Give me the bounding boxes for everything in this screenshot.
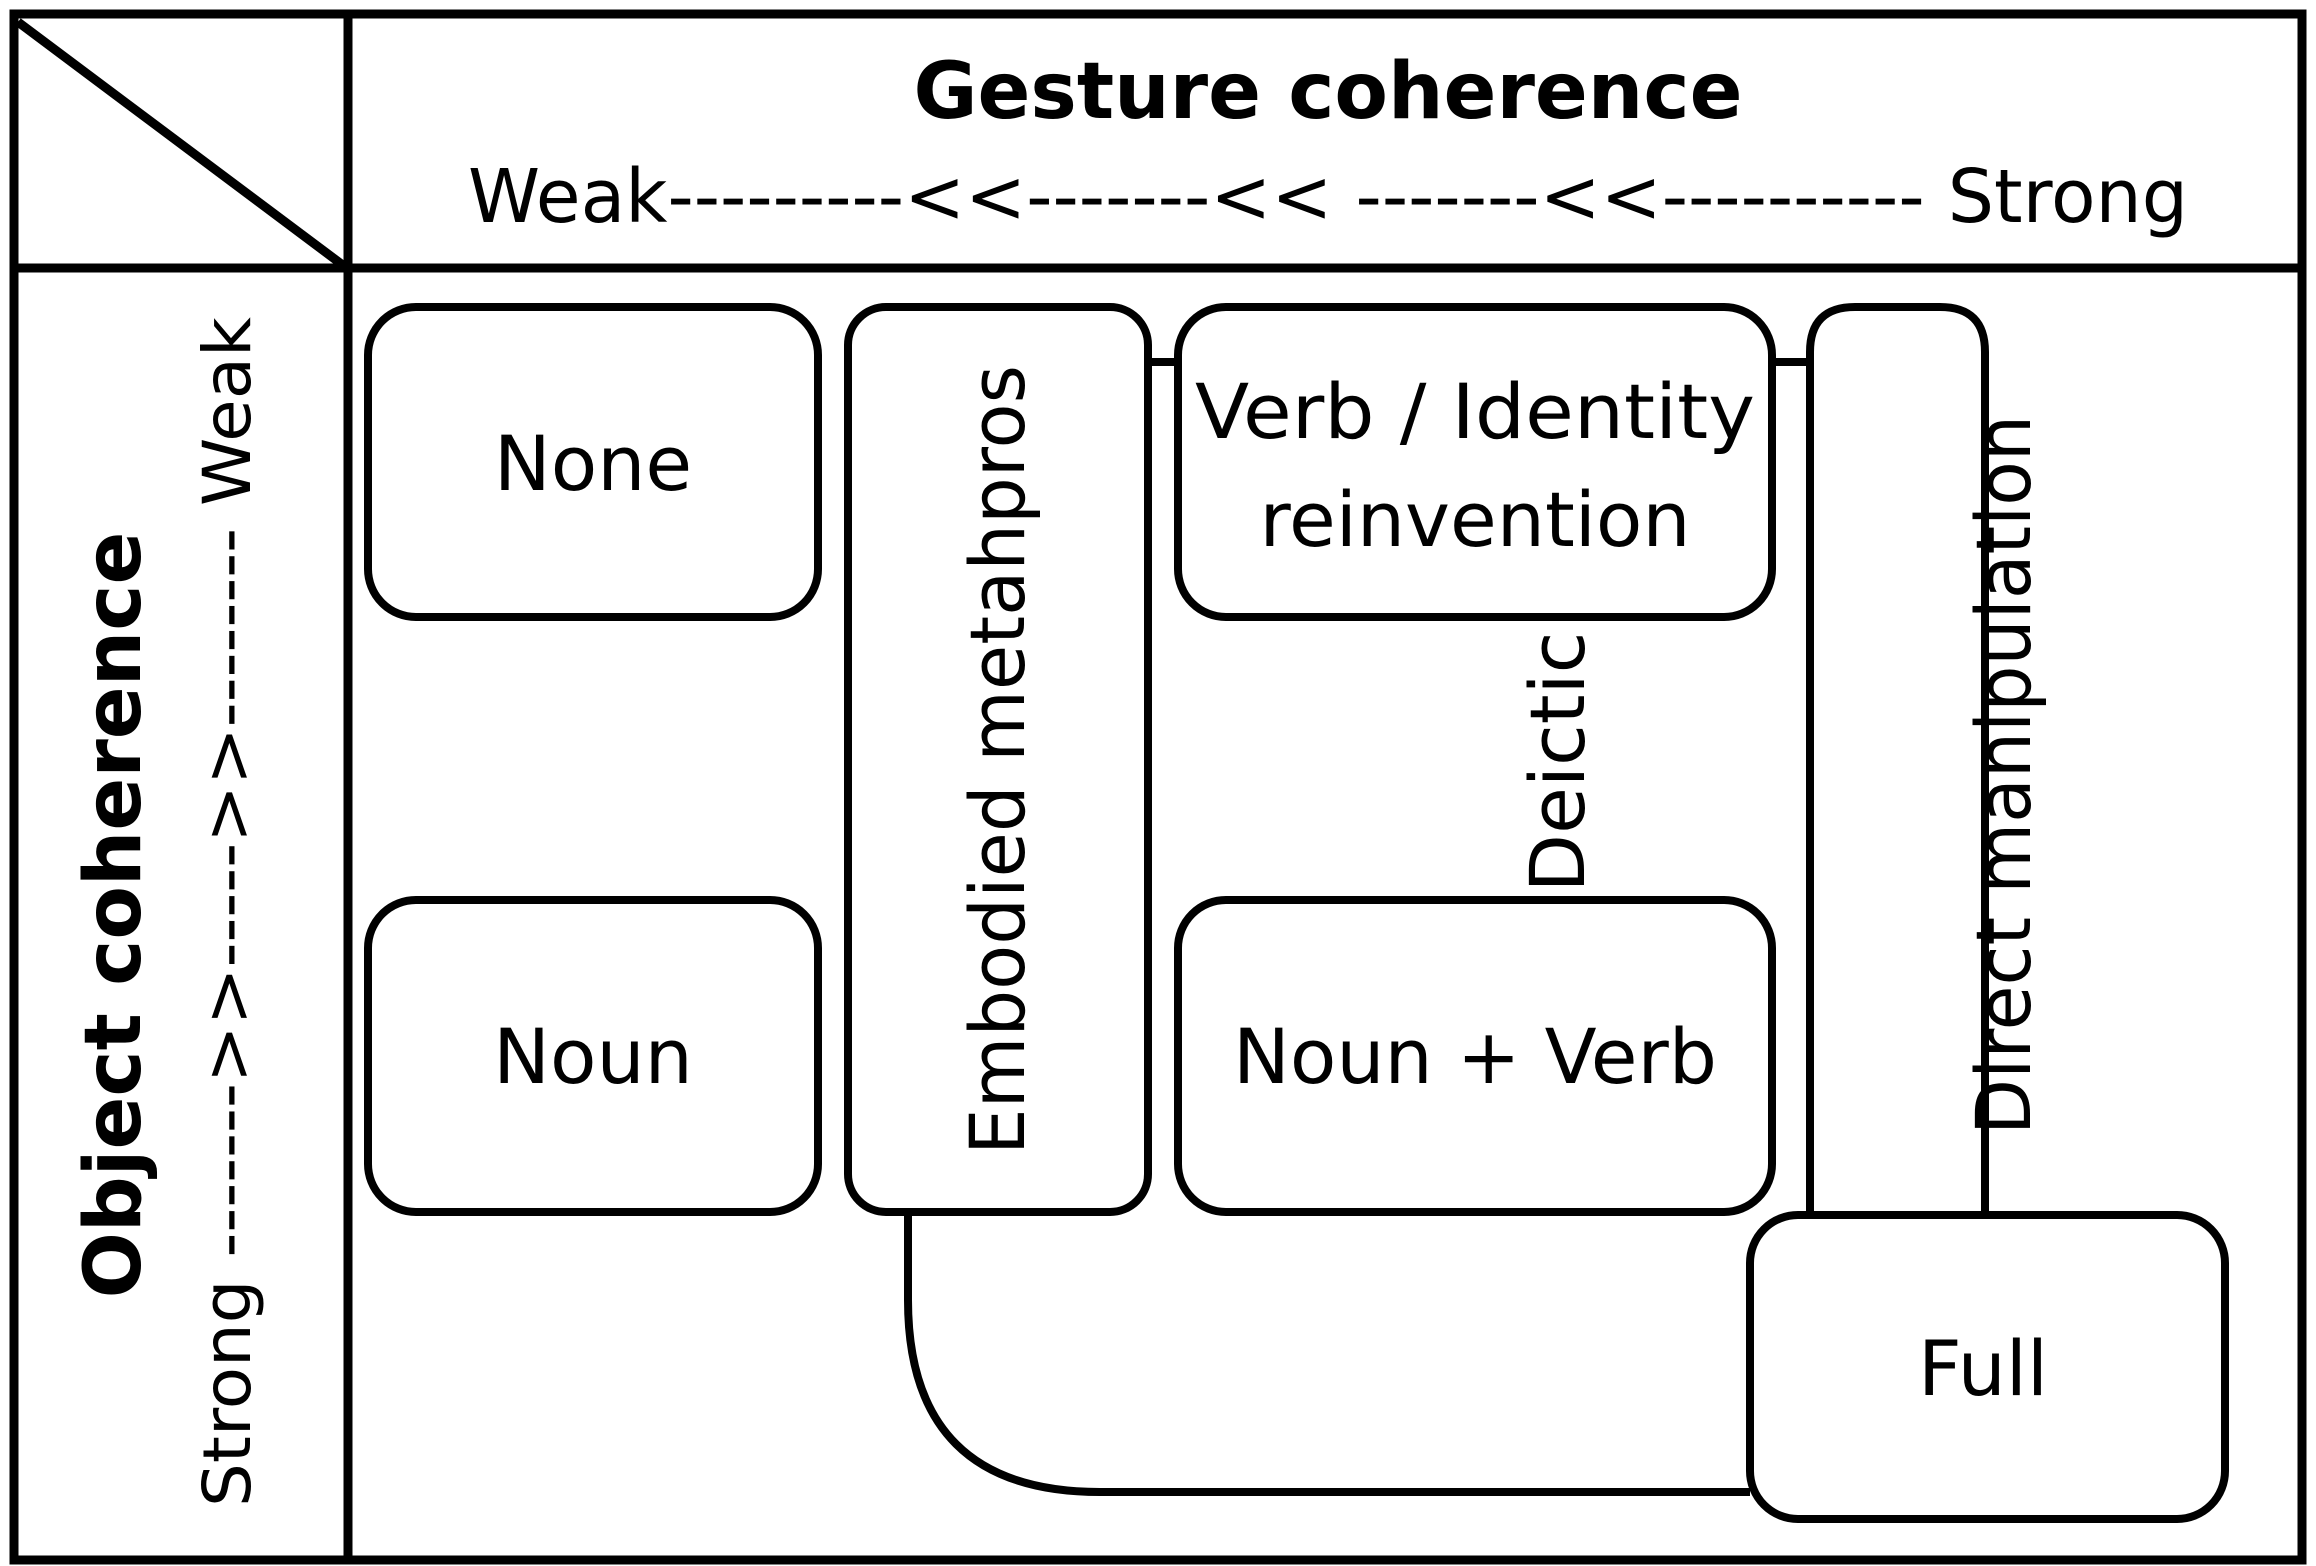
label-embodied: Embodied metahpros: [953, 365, 1042, 1155]
box-full: [1746, 1211, 2229, 1523]
label-full: Full: [1918, 1324, 2048, 1413]
box-embodied: [844, 303, 1152, 1216]
label-noun-verb: Noun + Verb: [1233, 1012, 1717, 1101]
category-boxes: [364, 303, 2229, 1523]
label-noun: Noun: [493, 1012, 693, 1101]
object-axis-title: Object coherence: [69, 532, 159, 1299]
label-deictic: Deictic: [1513, 632, 1602, 893]
gesture-axis-title: Gesture coherence: [914, 47, 1743, 137]
box-direct: [1806, 303, 1989, 1215]
label-verb-line2: reinvention: [1259, 475, 1690, 564]
box-noun: [364, 896, 822, 1216]
box-none: [364, 303, 822, 621]
corner-diagonal: [15, 18, 347, 270]
gesture-axis-scale: Weak---------<<-------<< -------<<------…: [468, 154, 2188, 240]
label-verb-line1: Verb / Identity: [1195, 367, 1755, 456]
box-verb-identity: [1174, 303, 1776, 621]
box-noun-verb: [1174, 896, 1776, 1216]
label-none: None: [494, 419, 692, 508]
connectors: [904, 358, 1810, 1496]
label-direct: Direct manipulation: [1959, 415, 2048, 1135]
object-axis-scale: Strong ------->>----->>-------- Weak: [189, 316, 266, 1507]
connector-embodied-full: [904, 1210, 1750, 1496]
